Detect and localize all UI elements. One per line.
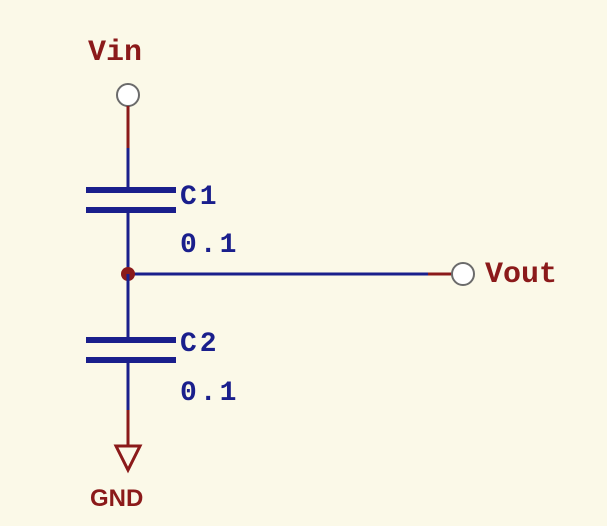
vin-label: Vin bbox=[88, 36, 143, 70]
c1-ref-label: C1 bbox=[180, 182, 220, 213]
vin-port-circle[interactable] bbox=[116, 83, 140, 107]
vout-label: Vout bbox=[485, 258, 558, 292]
gnd-label: GND bbox=[90, 485, 144, 512]
ground-icon bbox=[113, 444, 143, 474]
c2-value-label: 0.1 bbox=[180, 378, 240, 409]
c1-value-label: 0.1 bbox=[180, 230, 240, 261]
vout-port-circle[interactable] bbox=[451, 262, 475, 286]
c2-ref-label: C2 bbox=[180, 329, 220, 360]
